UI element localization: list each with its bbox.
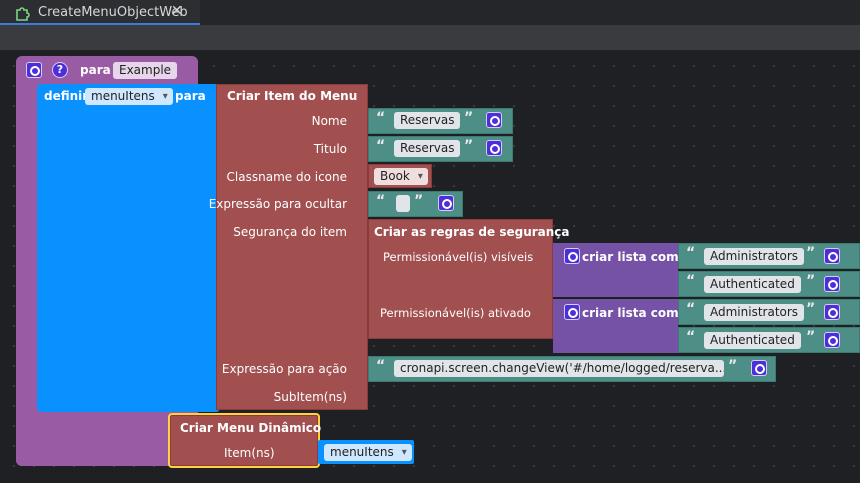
list1-item-0-field[interactable]: Administrators — [704, 248, 805, 265]
nome-text-field[interactable]: Reservas — [394, 112, 461, 129]
list2-item-1-field[interactable]: Authenticated — [704, 332, 801, 349]
classname-label: Classname do icone — [226, 170, 347, 184]
quote-open: “ — [686, 273, 696, 289]
acao-text-field[interactable]: cronapi.screen.changeView('#/home/logged… — [394, 360, 724, 377]
subitem-label: SubItem(ns) — [273, 390, 347, 404]
quote-open: “ — [376, 110, 386, 126]
icon-class-dropdown[interactable]: Book — [374, 168, 428, 185]
quote-open: “ — [686, 329, 696, 345]
list1-item-1-field[interactable]: Authenticated — [704, 276, 801, 293]
gear-icon[interactable] — [824, 332, 840, 348]
quote-close: ” — [414, 193, 424, 209]
procedure-block-bottom — [16, 430, 176, 466]
ocultar-text-field[interactable] — [396, 195, 410, 212]
security-rules-block[interactable] — [368, 219, 553, 339]
gear-icon[interactable] — [26, 62, 42, 78]
titulo-label: Titulo — [313, 142, 347, 156]
quote-open: “ — [376, 138, 386, 154]
toolbar — [0, 25, 860, 50]
list-label: criar lista com — [582, 306, 679, 320]
quote-open: “ — [376, 358, 386, 374]
ocultar-label: Expressão para ocultar — [208, 197, 347, 211]
tab-bar: CreateMenuObjectWeb ✕ — [0, 0, 860, 25]
quote-close: ” — [806, 329, 816, 345]
quote-open: “ — [376, 193, 386, 209]
quote-close: ” — [806, 273, 816, 289]
quote-close: ” — [806, 245, 816, 261]
gear-icon[interactable] — [824, 304, 840, 320]
set-variable-block[interactable] — [37, 84, 220, 412]
gear-icon[interactable] — [486, 112, 502, 128]
tab-title: CreateMenuObjectWeb — [38, 5, 188, 20]
gear-icon[interactable] — [564, 248, 580, 264]
variable-dropdown[interactable]: menuItens — [324, 444, 412, 461]
list-label: criar lista com — [582, 250, 679, 264]
create-menu-item-title: Criar Item do Menu — [227, 89, 358, 103]
create-dynamic-menu-block[interactable] — [168, 413, 320, 468]
puzzle-icon — [16, 7, 30, 21]
create-dynamic-menu-title: Criar Menu Dinâmico — [180, 421, 322, 435]
quote-close: ” — [728, 358, 738, 374]
nome-label: Nome — [311, 114, 347, 128]
titulo-text-field[interactable]: Reservas — [394, 140, 461, 157]
security-rules-title: Criar as regras de segurança — [374, 225, 570, 239]
procedure-name-field[interactable]: Example — [113, 62, 178, 79]
quote-open: “ — [686, 301, 696, 317]
acao-label: Expressão para ação — [221, 362, 347, 376]
create-menu-item-block[interactable] — [216, 84, 368, 410]
gear-icon[interactable] — [564, 304, 580, 320]
gear-icon[interactable] — [438, 195, 454, 211]
ativado-label: Permissionável(is) ativado — [380, 306, 531, 320]
gear-icon[interactable] — [824, 248, 840, 264]
list2-item-0-field[interactable]: Administrators — [704, 304, 805, 321]
definir-para-label: para — [175, 89, 206, 103]
gear-icon[interactable] — [824, 276, 840, 292]
gear-icon[interactable] — [486, 140, 502, 156]
quote-close: ” — [464, 110, 474, 126]
quote-close: ” — [464, 138, 474, 154]
procedure-para-label: para — [80, 63, 111, 77]
items-label: Item(ns) — [224, 446, 275, 460]
close-icon[interactable]: ✕ — [171, 3, 183, 19]
variable-dropdown[interactable]: menuItens — [85, 88, 173, 105]
tab-create-menu-object-web[interactable]: CreateMenuObjectWeb ✕ — [0, 0, 200, 25]
gear-icon[interactable] — [751, 360, 767, 376]
quote-close: ” — [806, 301, 816, 317]
quote-open: “ — [686, 245, 696, 261]
seguranca-label: Segurança do item — [233, 225, 347, 239]
definir-label: definir — [44, 89, 89, 103]
help-icon[interactable]: ? — [52, 62, 68, 78]
connector-notch — [210, 90, 216, 102]
visiveis-label: Permissionável(is) visíveis — [383, 250, 534, 264]
blockly-workspace[interactable]: ? para Example definir menuItens para Cr… — [0, 50, 860, 483]
